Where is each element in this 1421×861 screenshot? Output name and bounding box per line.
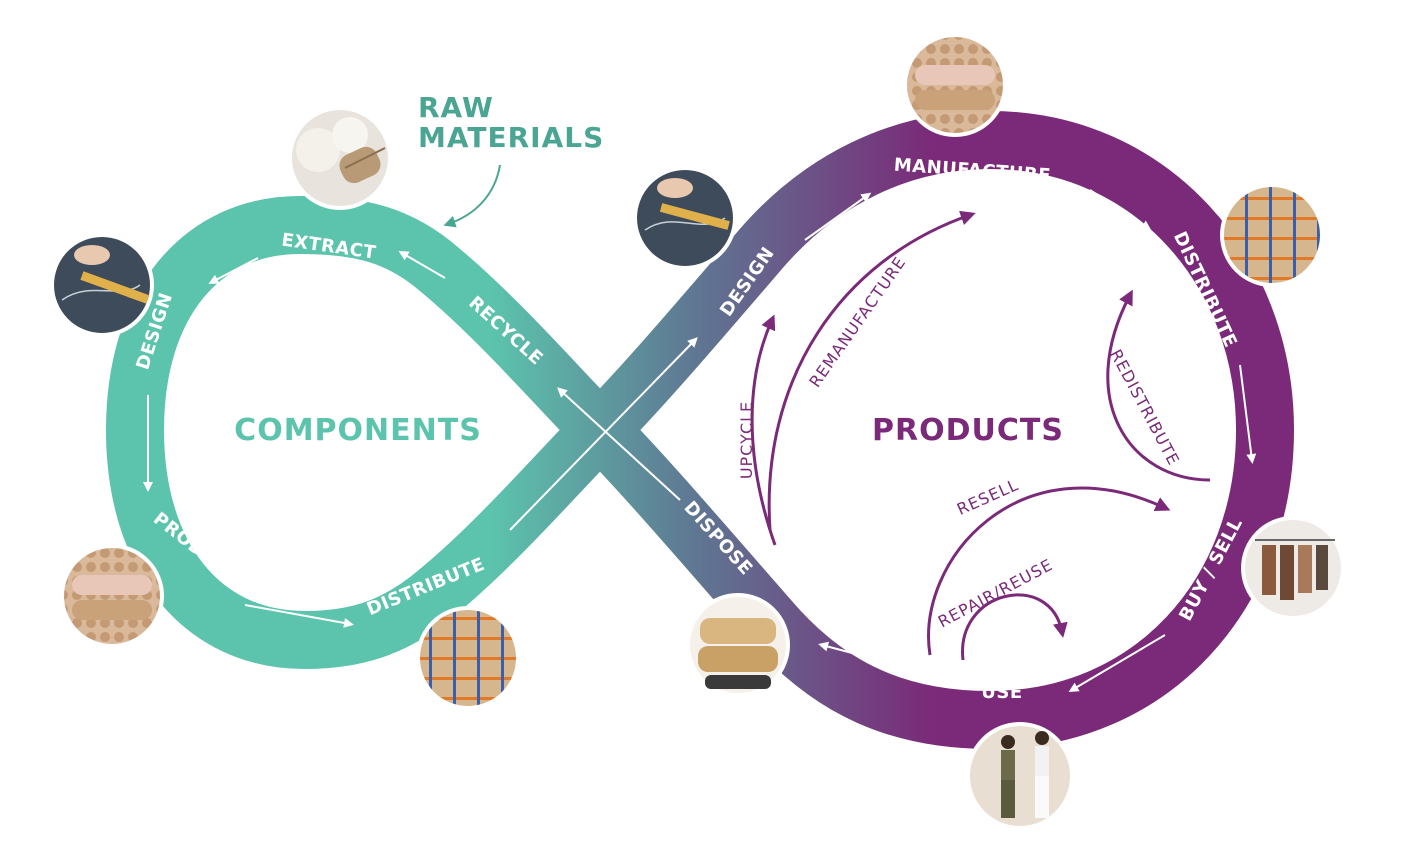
warehouse-shelves-photo-right bbox=[1220, 183, 1324, 287]
upcycle-arrow bbox=[750, 314, 777, 546]
arrow-use-to-dispose bbox=[818, 641, 936, 676]
redistribute-arrow bbox=[1106, 289, 1211, 482]
arrow-buy-to-use bbox=[1068, 634, 1166, 693]
arrow-design-to-manufacture bbox=[804, 192, 872, 241]
raw-materials-line1: RAW bbox=[418, 91, 494, 124]
resell-arrow bbox=[927, 486, 1171, 656]
repair-reuse-arrow bbox=[961, 593, 1068, 661]
raw-materials-line2: MATERIALS bbox=[418, 121, 604, 154]
remanufacture-arrow bbox=[767, 210, 976, 531]
arrow-produce-to-distribute bbox=[244, 604, 354, 628]
label-resell: RESELL bbox=[954, 475, 1021, 519]
arrow-recycle-to-extract bbox=[398, 250, 446, 279]
warehouse-shelves-photo-left bbox=[416, 606, 520, 710]
pattern-cutting-photo-left bbox=[50, 233, 154, 337]
two-models-photo bbox=[966, 722, 1074, 830]
pattern-cutting-photo-right bbox=[633, 166, 737, 270]
label-redistribute: REDISTRIBUTE bbox=[1106, 346, 1183, 468]
components-title: COMPONENTS bbox=[234, 413, 482, 448]
arrow-extract-to-design bbox=[208, 257, 259, 284]
products-title: PRODUCTS bbox=[872, 413, 1064, 448]
clothing-rack-photo bbox=[1241, 516, 1345, 620]
arrow-distribute-to-buy bbox=[1239, 364, 1257, 464]
arrow-manufacture-to-distribute bbox=[1089, 189, 1152, 231]
raw-materials-arrow bbox=[443, 164, 501, 228]
arrow-distribute-to-design bbox=[509, 337, 698, 531]
fabric-rolls-photo-left bbox=[60, 544, 164, 648]
arrow-dispose-to-recycle bbox=[557, 387, 681, 501]
cushions-photo bbox=[686, 593, 790, 697]
label-repair-reuse: REPAIR/REUSE bbox=[935, 555, 1056, 632]
infinity-band bbox=[106, 111, 1294, 749]
band-flow-arrows bbox=[143, 189, 1257, 693]
label-use: USE bbox=[981, 682, 1022, 703]
inner-loops bbox=[750, 210, 1211, 661]
cotton-yarn-photo bbox=[288, 106, 392, 210]
label-remanufacture: REMANUFACTURE bbox=[805, 253, 909, 391]
fabric-rolls-photo-right bbox=[903, 33, 1007, 137]
label-upcycle: UPCYCLE bbox=[737, 401, 756, 479]
